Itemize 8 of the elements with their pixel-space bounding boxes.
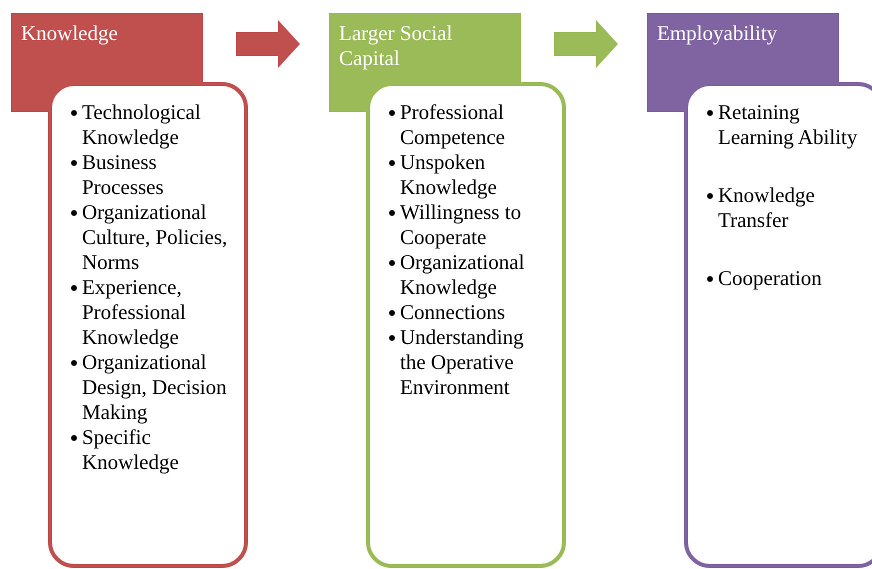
stage-title: Larger Social Capital: [339, 21, 454, 71]
list-card: [48, 82, 248, 568]
block-arrow: [554, 20, 618, 68]
block-arrow: [236, 20, 300, 68]
stage-title: Employability: [657, 21, 778, 46]
list-card: [684, 82, 872, 568]
stage-title: Knowledge: [21, 21, 119, 46]
list-card: [366, 82, 566, 568]
